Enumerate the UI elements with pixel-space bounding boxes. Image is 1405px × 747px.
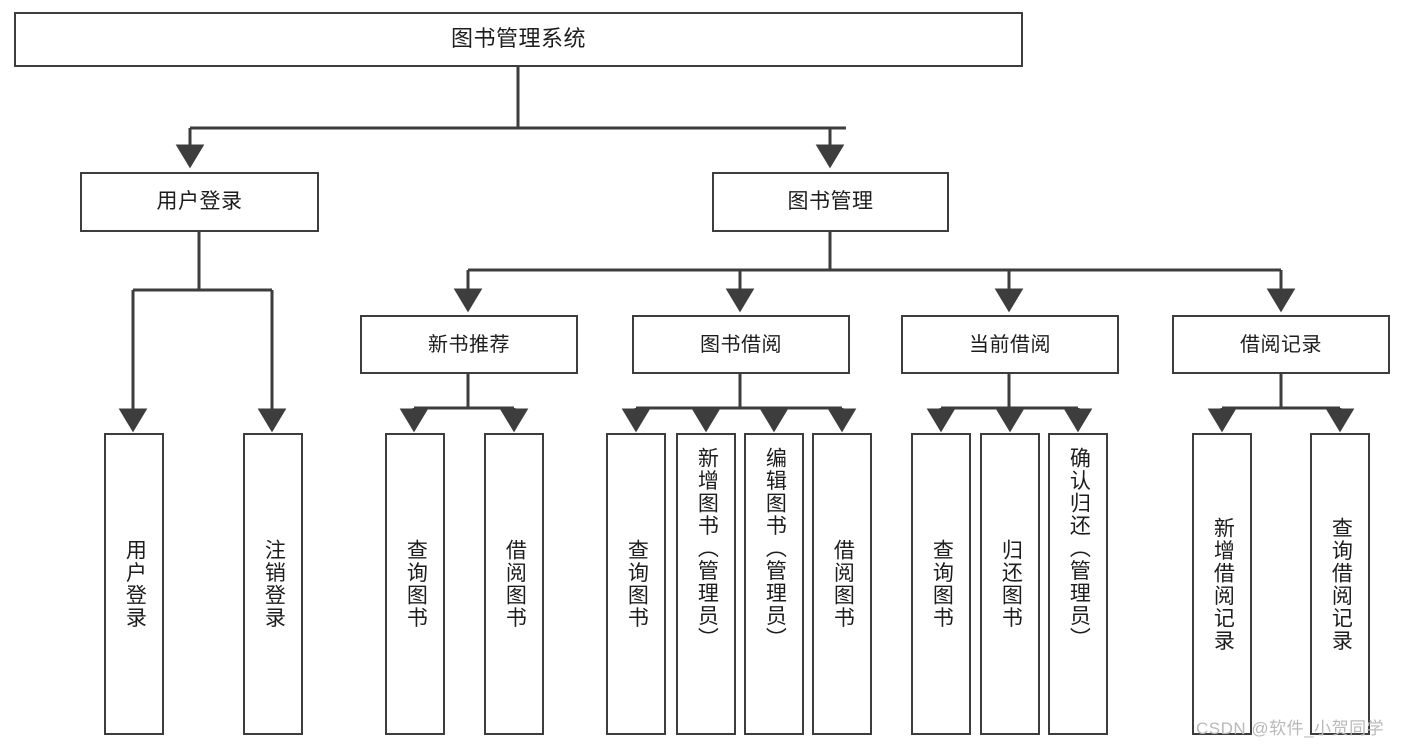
leaf-current-borrow-return-books[interactable]: 归还图书: [980, 433, 1040, 735]
leaf-book-borrow-add-book-admin[interactable]: 新增图书（管理员）: [676, 433, 736, 735]
node-book-borrow[interactable]: 图书借阅: [632, 315, 850, 374]
leaf-current-borrow-confirm-return-admin[interactable]: 确认归还（管理员）: [1048, 433, 1108, 735]
leaf-new-book-borrow-books-label: 借阅图书: [503, 539, 527, 629]
csdn-watermark: CSDN @软件_小贺同学: [1196, 719, 1385, 738]
leaf-current-borrow-query-books-label: 查询图书: [930, 539, 954, 629]
node-current-borrow-label: 当前借阅: [969, 333, 1051, 356]
node-book-borrow-label: 图书借阅: [700, 333, 782, 356]
leaf-book-borrow-query-books[interactable]: 查询图书: [606, 433, 666, 735]
node-book-management[interactable]: 图书管理: [712, 172, 949, 232]
node-book-management-label: 图书管理: [787, 190, 874, 214]
leaf-borrow-record-add-record[interactable]: 新增借阅记录: [1192, 433, 1252, 735]
leaf-user-login-logout[interactable]: 注销登录: [243, 433, 303, 735]
leaf-borrow-record-query-record[interactable]: 查询借阅记录: [1310, 433, 1370, 735]
leaf-user-login-login[interactable]: 用户登录: [104, 433, 164, 735]
leaf-current-borrow-confirm-return-admin-label: 确认归还（管理员）: [1067, 447, 1091, 650]
node-user-login[interactable]: 用户登录: [80, 172, 319, 232]
node-root-label: 图书管理系统: [450, 26, 586, 52]
node-root-book-management-system[interactable]: 图书管理系统: [14, 12, 1023, 67]
leaf-current-borrow-return-books-label: 归还图书: [999, 539, 1023, 629]
leaf-book-borrow-edit-book-admin-label: 编辑图书（管理员）: [763, 447, 787, 650]
leaf-book-borrow-edit-book-admin[interactable]: 编辑图书（管理员）: [744, 433, 804, 735]
leaf-new-book-query-books-label: 查询图书: [404, 539, 428, 629]
leaf-book-borrow-borrow-books[interactable]: 借阅图书: [812, 433, 872, 735]
leaf-book-borrow-query-books-label: 查询图书: [625, 539, 649, 629]
leaf-user-login-logout-label: 注销登录: [262, 539, 286, 629]
node-new-book-recommend[interactable]: 新书推荐: [360, 315, 578, 374]
node-borrow-record-label: 借阅记录: [1240, 333, 1322, 356]
leaf-book-borrow-add-book-admin-label: 新增图书（管理员）: [695, 447, 719, 650]
leaf-borrow-record-query-record-label: 查询借阅记录: [1329, 516, 1353, 652]
leaf-book-borrow-borrow-books-label: 借阅图书: [831, 539, 855, 629]
node-user-login-label: 用户登录: [156, 190, 243, 214]
leaf-borrow-record-add-record-label: 新增借阅记录: [1211, 516, 1235, 652]
leaf-new-book-borrow-books[interactable]: 借阅图书: [484, 433, 544, 735]
node-current-borrow[interactable]: 当前借阅: [901, 315, 1119, 374]
node-borrow-record[interactable]: 借阅记录: [1172, 315, 1390, 374]
leaf-user-login-login-label: 用户登录: [123, 539, 147, 629]
leaf-current-borrow-query-books[interactable]: 查询图书: [911, 433, 971, 735]
leaf-new-book-query-books[interactable]: 查询图书: [385, 433, 445, 735]
node-new-book-recommend-label: 新书推荐: [428, 333, 510, 356]
